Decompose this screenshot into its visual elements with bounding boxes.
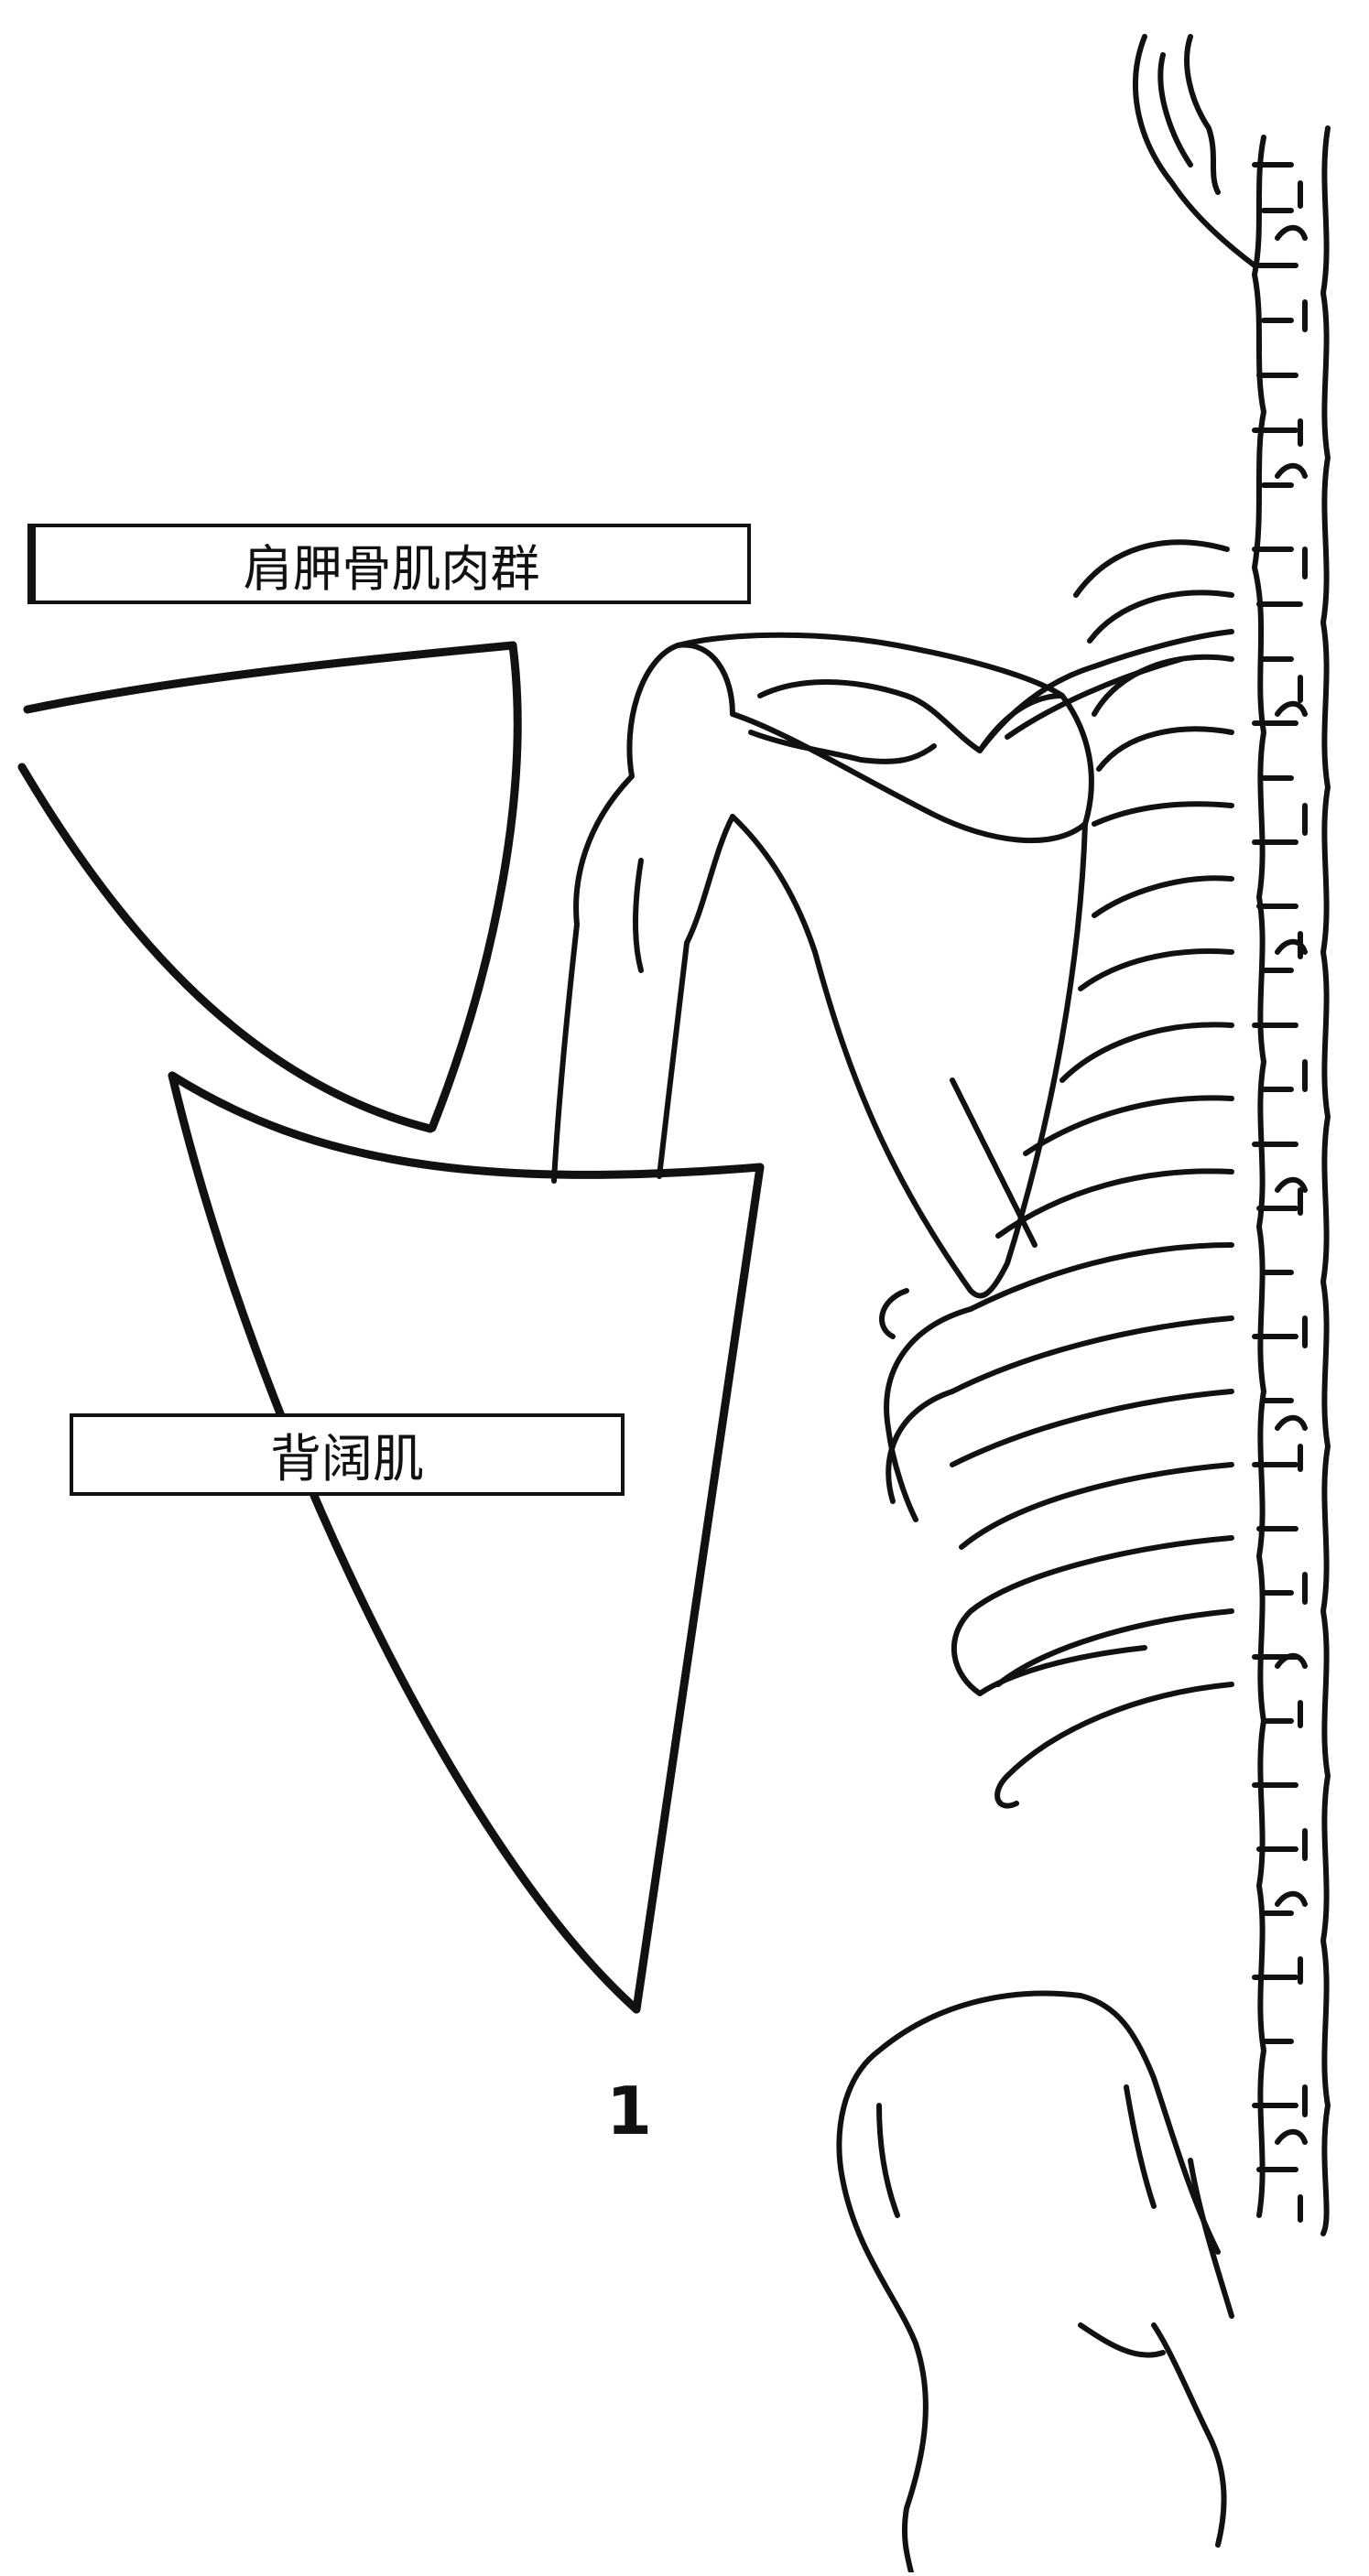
spine-column xyxy=(1255,128,1328,2234)
scapula-bone xyxy=(678,632,1232,1296)
latissimus-dorsi-shape xyxy=(172,1076,760,2009)
scapular-muscles-label-text: 肩胛骨肌肉群 xyxy=(244,528,540,601)
rib-cage xyxy=(882,542,1232,1805)
latissimus-dorsi-label-text: 背阔肌 xyxy=(270,1418,424,1492)
neck-lines xyxy=(1135,37,1255,265)
latissimus-dorsi-label: 背阔肌 xyxy=(70,1413,625,1496)
scapular-muscles-label: 肩胛骨肌肉群 xyxy=(27,524,751,604)
figure-number: 1 xyxy=(606,2073,652,2149)
humerus-bone xyxy=(554,645,733,1181)
scapular-muscle-shape xyxy=(22,645,517,1129)
pelvis-bone xyxy=(839,1994,1232,2573)
